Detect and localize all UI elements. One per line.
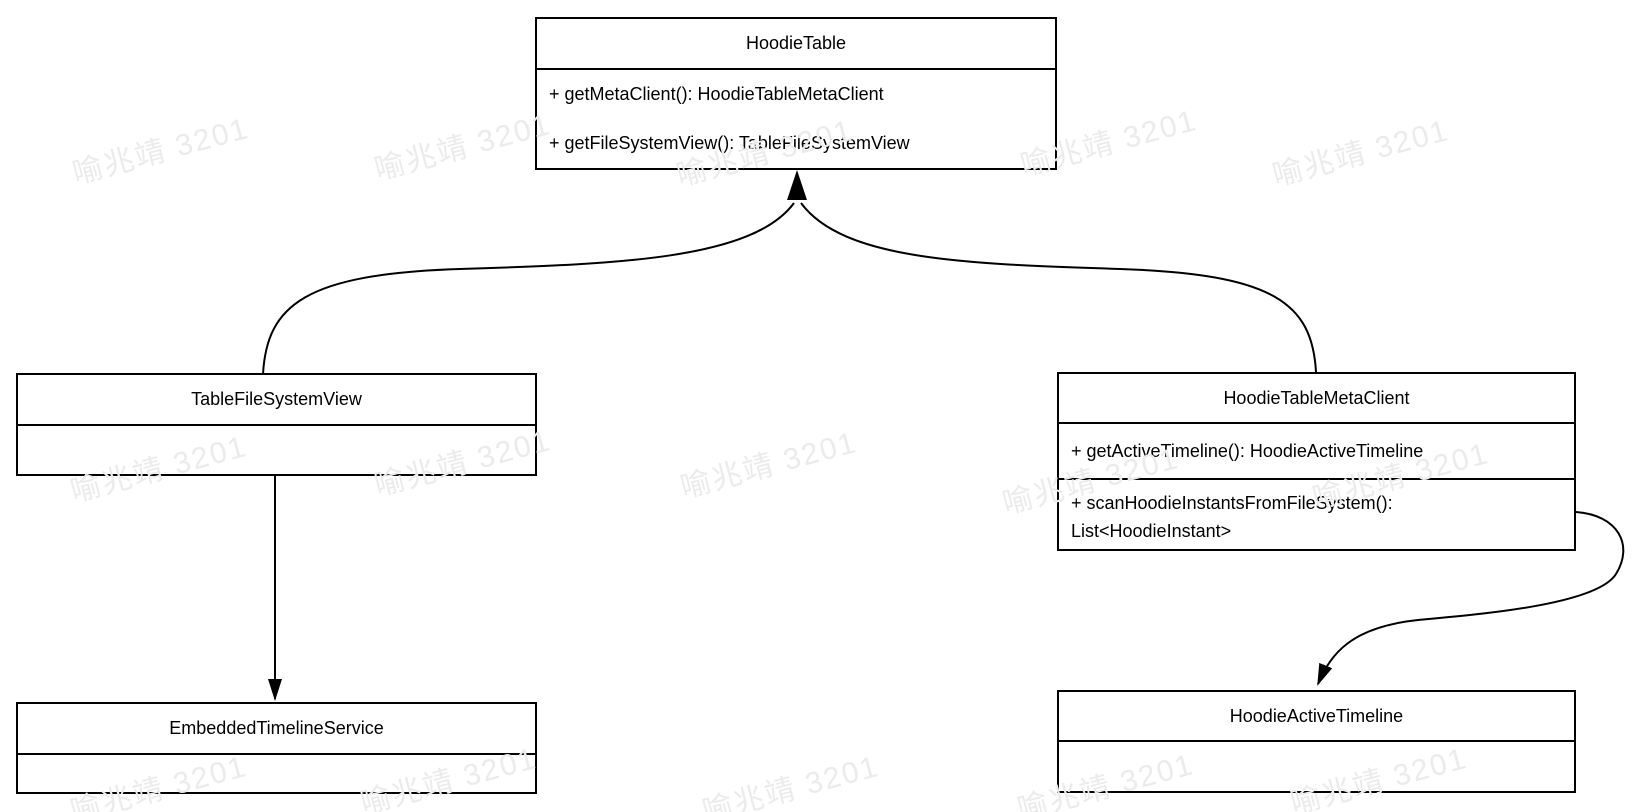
class-method: + getFileSystemView(): TableFileSystemVi… [549,133,910,153]
watermark-text: 喻兆靖 3201 [69,112,253,191]
watermark-text: 喻兆靖 3201 [677,426,861,505]
class-box-hoodie-table-meta-client: HoodieTableMetaClient + getActiveTimelin… [1057,372,1576,551]
watermark-text: 喻兆靖 3201 [699,750,883,812]
class-empty-compartment [18,426,535,474]
class-title: HoodieTable [537,19,1055,70]
class-box-hoodie-table: HoodieTable + getMetaClient(): HoodieTab… [535,17,1057,170]
edge-hoodietablemetaclient-to-hoodietable [800,202,1317,373]
class-method: + getActiveTimeline(): HoodieActiveTimel… [1059,424,1574,480]
class-title: EmbeddedTimelineService [18,704,535,755]
class-box-hoodie-active-timeline: HoodieActiveTimeline [1057,690,1576,793]
watermark-text: 喻兆靖 3201 [1269,114,1453,193]
class-empty-compartment [18,755,535,792]
class-title: TableFileSystemView [18,375,535,426]
class-box-table-file-system-view: TableFileSystemView [16,373,537,476]
edge-tablefilesystemview-to-hoodietable [262,202,795,375]
arrowhead-up-icon [787,170,807,200]
class-method: + scanHoodieInstantsFromFileSystem(): Li… [1071,493,1393,541]
class-title: HoodieActiveTimeline [1059,692,1574,742]
class-title: HoodieTableMetaClient [1059,374,1574,424]
watermark-text: 喻兆靖 3201 [371,108,555,187]
class-method: + getMetaClient(): HoodieTableMetaClient [549,84,884,104]
class-empty-compartment [1059,742,1574,791]
class-box-embedded-timeline-service: EmbeddedTimelineService [16,702,537,794]
